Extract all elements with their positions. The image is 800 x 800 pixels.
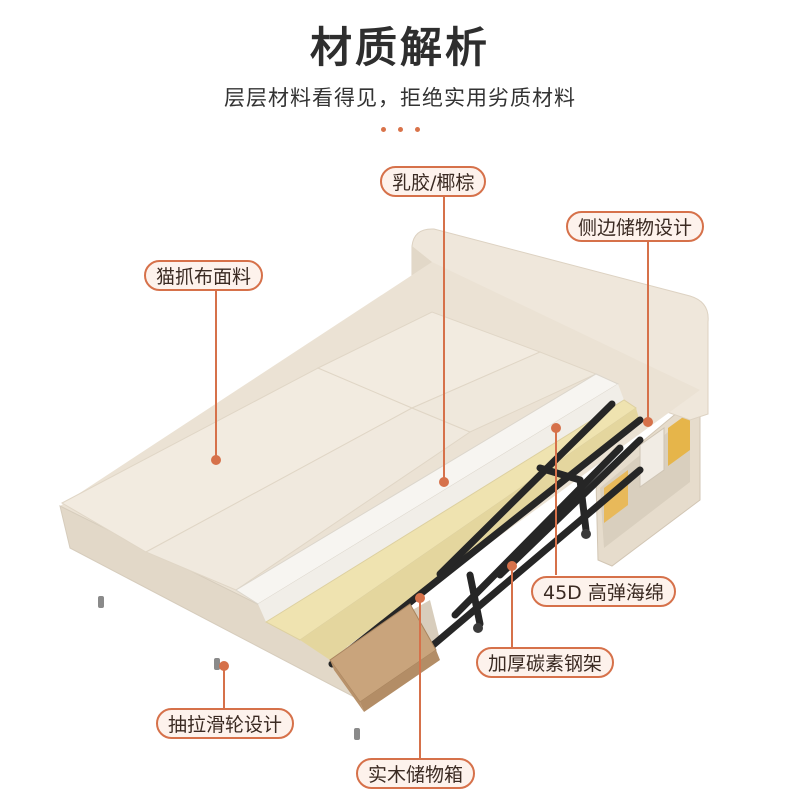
- bed-legs: [98, 596, 360, 740]
- label-wood-storage-box: 实木储物箱: [356, 758, 476, 789]
- leader-lines: [211, 196, 653, 760]
- label-latex-coir: 乳胶/椰棕: [380, 166, 487, 197]
- label-side-storage: 侧边储物设计: [566, 211, 705, 242]
- latex-layer: [235, 373, 624, 622]
- label-carbon-steel-frame: 加厚碳素钢架: [476, 647, 615, 678]
- page-subtitle: 层层材料看得见，拒绝实用劣质材料: [224, 86, 576, 110]
- label-drawer-pulley: 抽拉滑轮设计: [156, 708, 295, 739]
- label-cat-scratch-fabric: 猫抓布面料: [144, 260, 264, 291]
- mattress-panels: [60, 311, 598, 591]
- side-storage-box: [595, 401, 701, 567]
- page-title: 材质解析: [309, 23, 490, 72]
- frame-wheels: [473, 529, 591, 633]
- decorative-dots: [362, 127, 438, 135]
- label-high-density-sponge: 45D 高弹海绵: [531, 576, 676, 607]
